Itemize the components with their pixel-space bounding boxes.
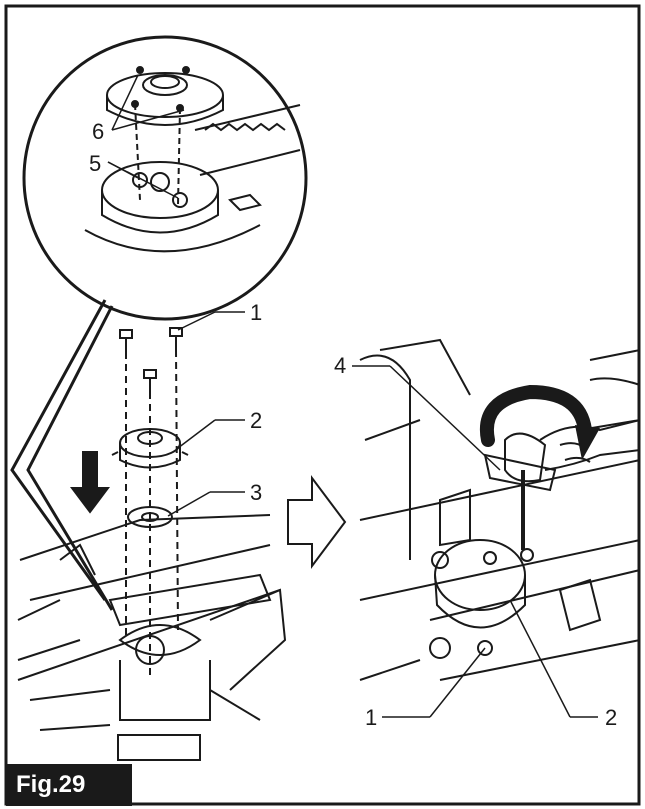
bolt xyxy=(119,329,133,352)
left-callouts: 1 2 3 xyxy=(167,300,262,517)
figure-frame xyxy=(4,4,641,806)
callout-6-leader xyxy=(111,74,139,131)
callout-2-right-label: 2 xyxy=(605,705,617,730)
callout-1-right-label: 1 xyxy=(365,705,377,730)
left-exploded-view xyxy=(17,327,287,761)
callout-5-leader-b xyxy=(107,161,179,199)
callout-2-right-leader-b xyxy=(509,599,571,718)
bolt xyxy=(143,369,157,392)
right-installed-view xyxy=(359,338,641,681)
callout-4-label: 4 xyxy=(334,353,346,378)
bolt xyxy=(169,327,183,350)
callout-6-label: 6 xyxy=(92,119,104,144)
callout-5-label: 5 xyxy=(89,151,101,176)
callout-2-label: 2 xyxy=(250,408,262,433)
next-step-arrow xyxy=(287,475,347,569)
callout-6-leader-b xyxy=(111,109,185,131)
callout-4-leader-b xyxy=(389,365,501,471)
callout-3-label: 3 xyxy=(250,480,262,505)
figure-label: Fig.29 xyxy=(6,764,132,806)
callout-2-leader xyxy=(177,419,216,449)
rotation-arrow xyxy=(479,384,592,447)
right-callouts: 4 1 2 xyxy=(334,353,617,730)
callout-1-label: 1 xyxy=(250,300,262,325)
callout-1-leader xyxy=(177,311,216,331)
zoom-callouts: 6 5 xyxy=(89,74,185,199)
callout-1-right-leader-b xyxy=(429,647,486,718)
detail-zoom-view xyxy=(10,35,308,611)
down-arrow xyxy=(70,451,110,514)
callout-3-leader xyxy=(167,491,211,517)
